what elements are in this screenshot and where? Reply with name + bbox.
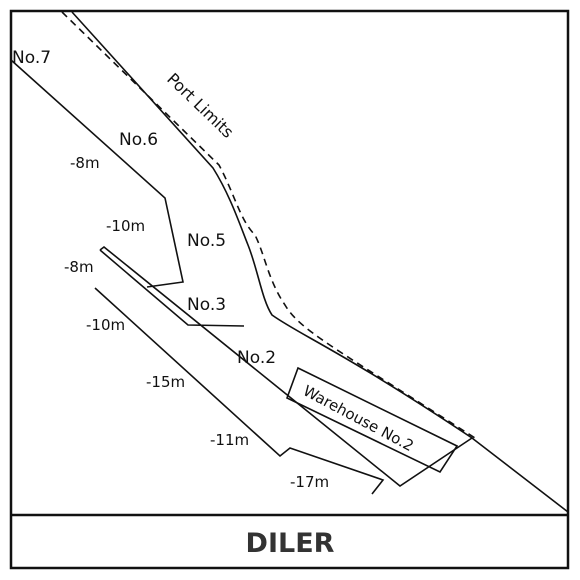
depth-label-no6: -8m (70, 154, 100, 172)
berth-label-no5: No.5 (187, 231, 226, 251)
port-limits-line (61, 11, 476, 439)
depth-label-outer-4: -17m (290, 473, 329, 491)
shoreline (71, 11, 569, 513)
depth-label-outer-1: -10m (86, 316, 125, 334)
port-limits-label: Port Limits (163, 69, 237, 142)
quay-no6-no5 (10, 59, 184, 288)
depth-label-no5: -10m (106, 217, 145, 235)
quay-no3 (99, 249, 245, 327)
berth-label-no6: No.6 (119, 130, 158, 150)
depth-label-outer-2: -15m (146, 373, 185, 391)
berth-label-no2: No.2 (237, 348, 276, 368)
outer-quay (94, 287, 385, 495)
depth-label-no3: -8m (64, 258, 94, 276)
berth-label-no7: No.7 (12, 48, 51, 68)
warehouse-no2 (285, 366, 459, 474)
quay-no2 (99, 245, 473, 487)
map-title: DILER (246, 528, 335, 559)
depth-label-outer-3: -11m (210, 431, 249, 449)
berth-label-no3: No.3 (187, 295, 226, 315)
map-frame (9, 9, 570, 570)
